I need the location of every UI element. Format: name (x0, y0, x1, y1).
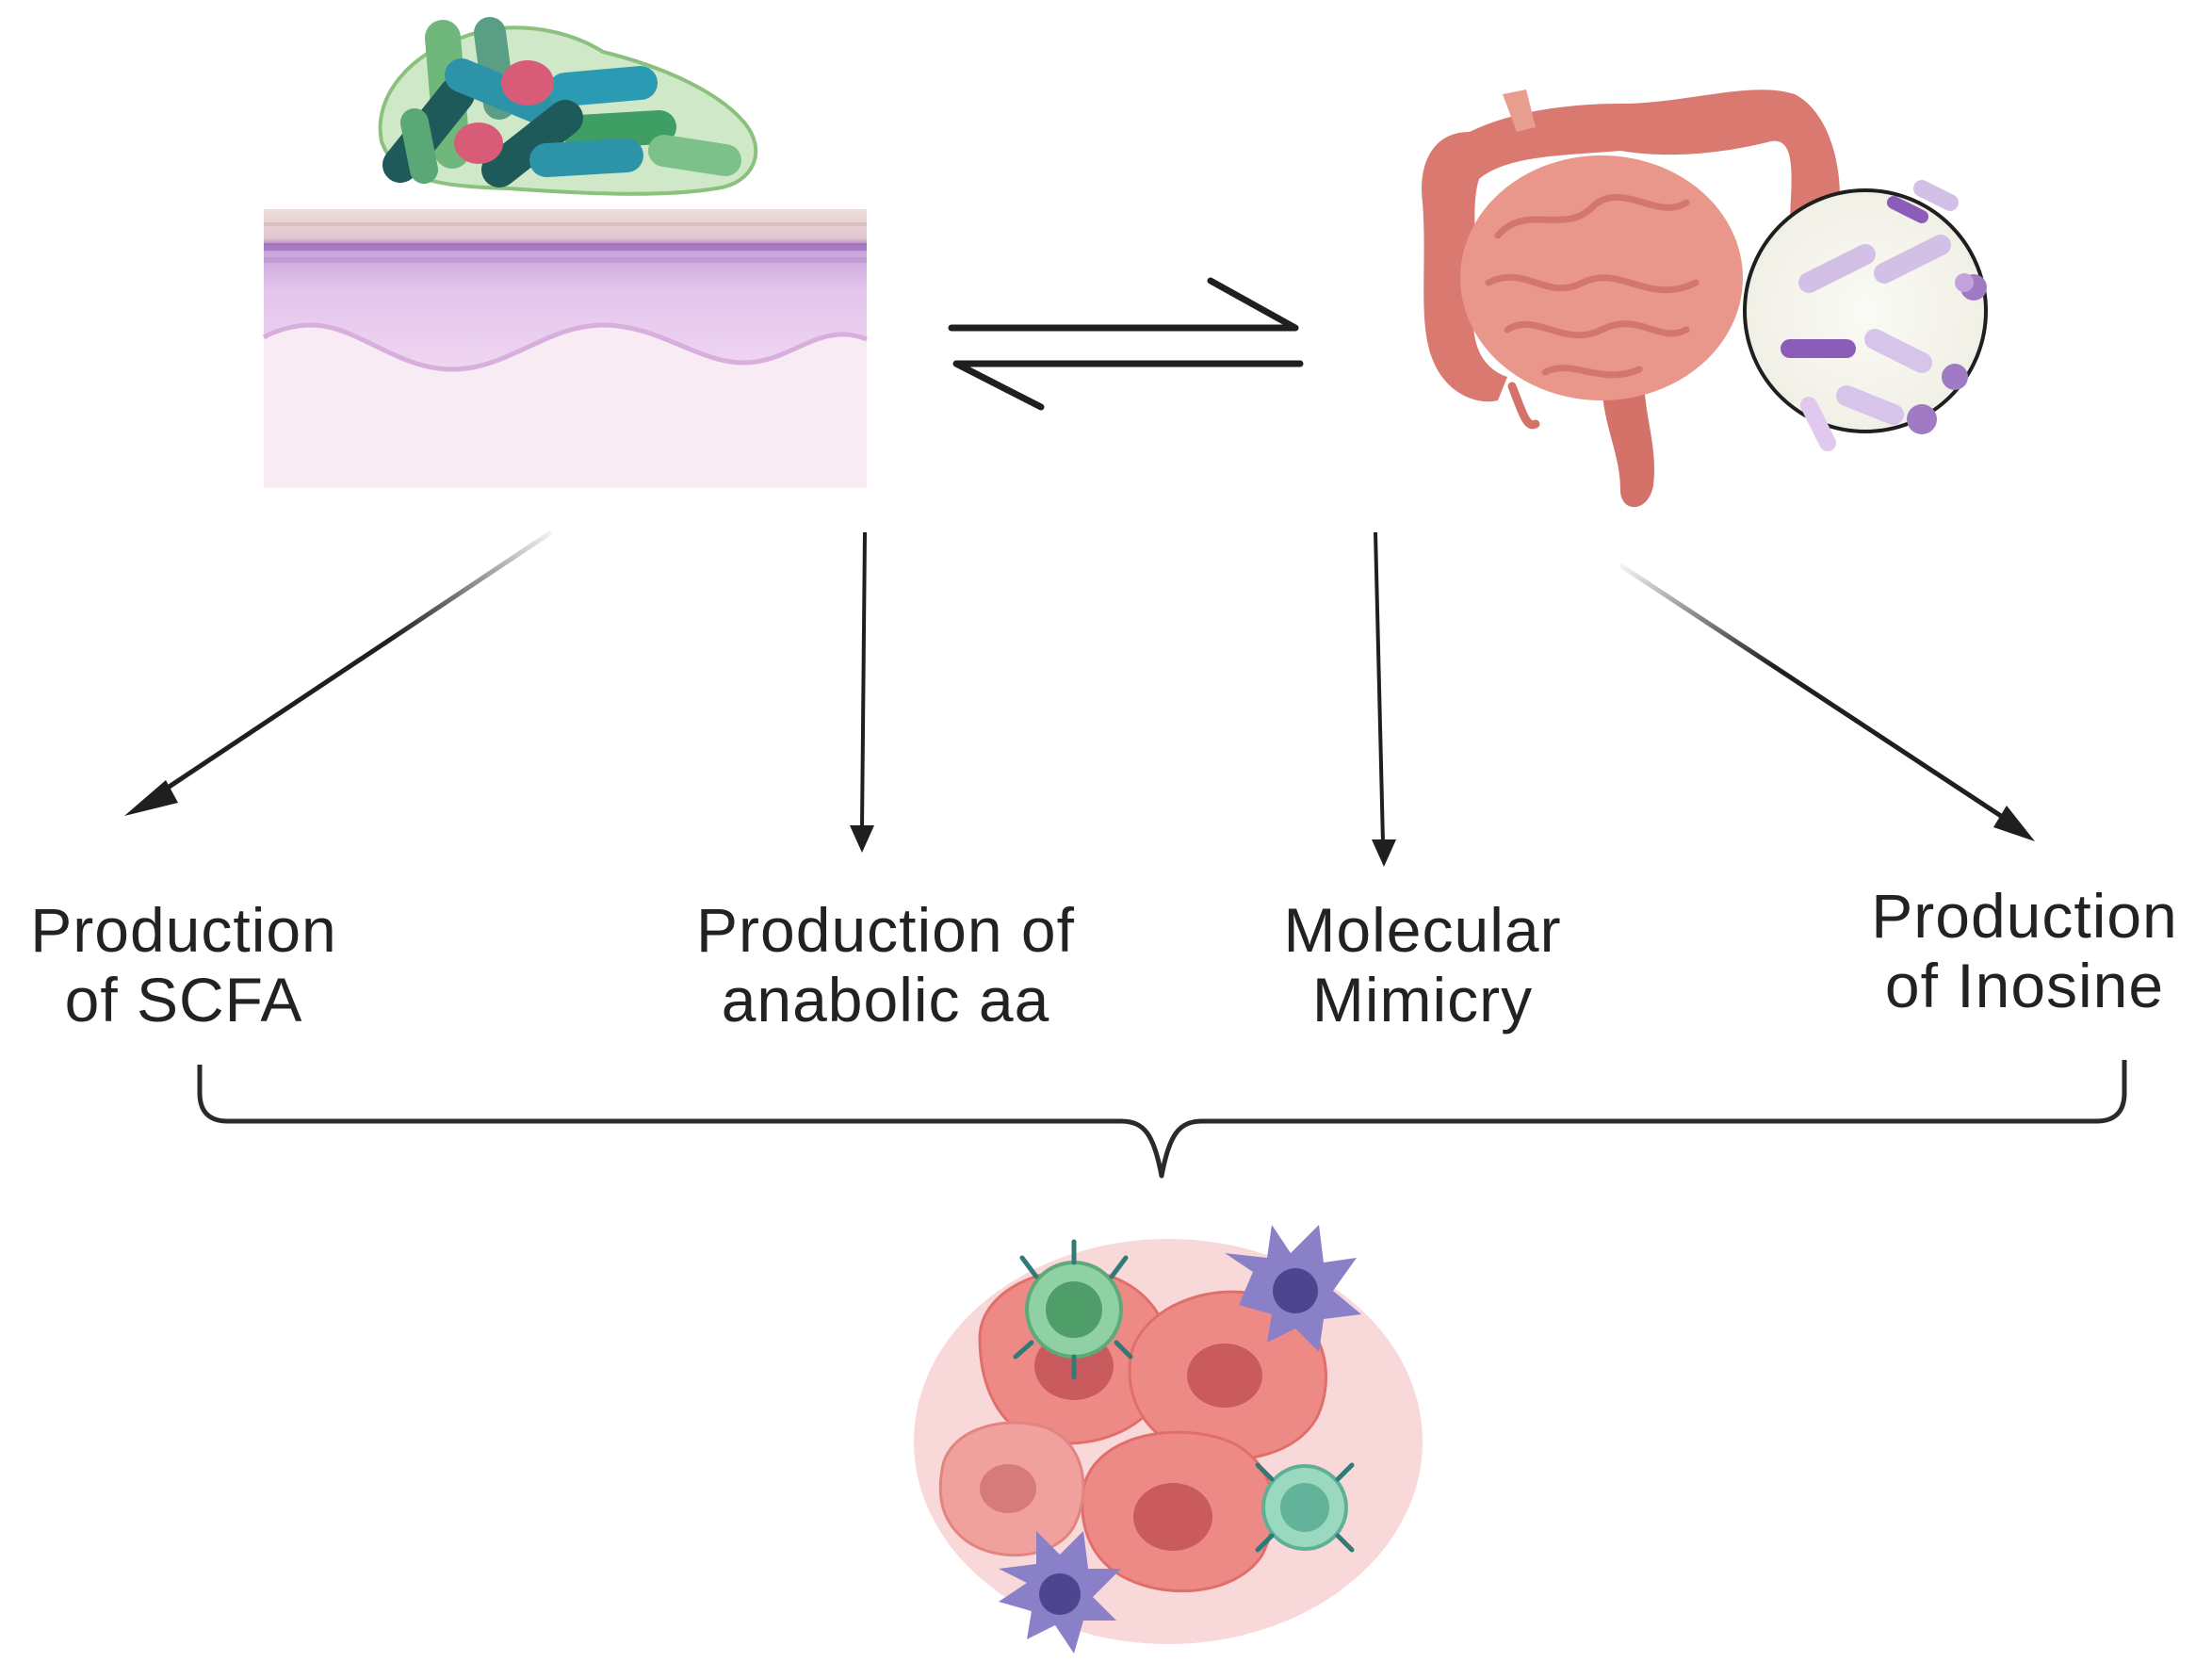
label-mimicry-line1: Molecular (1283, 895, 1562, 965)
tumor-immune-cells-icon (914, 1225, 1423, 1654)
arrow-gut-to-mimicry (1374, 531, 1385, 844)
grouping-brace (197, 1060, 2127, 1179)
arrow-skin-to-scfa (149, 529, 553, 802)
label-anabolic-line1: Production of (696, 895, 1075, 965)
skin-microbiome-icon (262, 17, 868, 488)
gut-microbiome-icon (1422, 90, 1988, 508)
arrowhead-scfa (124, 780, 178, 816)
arrowhead-mimicry (1372, 839, 1396, 867)
label-production-of-anabolic-aa: Production of anabolic aa (650, 895, 1121, 1034)
label-mimicry-line2: Mimicry (1311, 965, 1534, 1034)
arrow-skin-to-anabolic (860, 531, 867, 830)
arrow-gut-to-inosine (1618, 562, 2009, 823)
label-scfa-line1: Production (30, 895, 337, 965)
label-production-of-scfa: Production of SCFA (0, 895, 367, 1034)
label-scfa-line2: of SCFA (64, 965, 303, 1034)
label-production-of-inosine: Production of Inosine (1837, 881, 2212, 1020)
outcome-arrows (124, 529, 2035, 867)
label-inosine-line2: of Inosine (1884, 951, 2165, 1020)
arrowhead-anabolic (850, 825, 874, 853)
label-molecular-mimicry: Molecular Mimicry (1234, 895, 1611, 1034)
arrowhead-inosine (1993, 806, 2035, 841)
label-inosine-line1: Production (1871, 881, 2178, 951)
equilibrium-arrows (948, 277, 1304, 411)
label-anabolic-line2: anabolic aa (721, 965, 1050, 1034)
